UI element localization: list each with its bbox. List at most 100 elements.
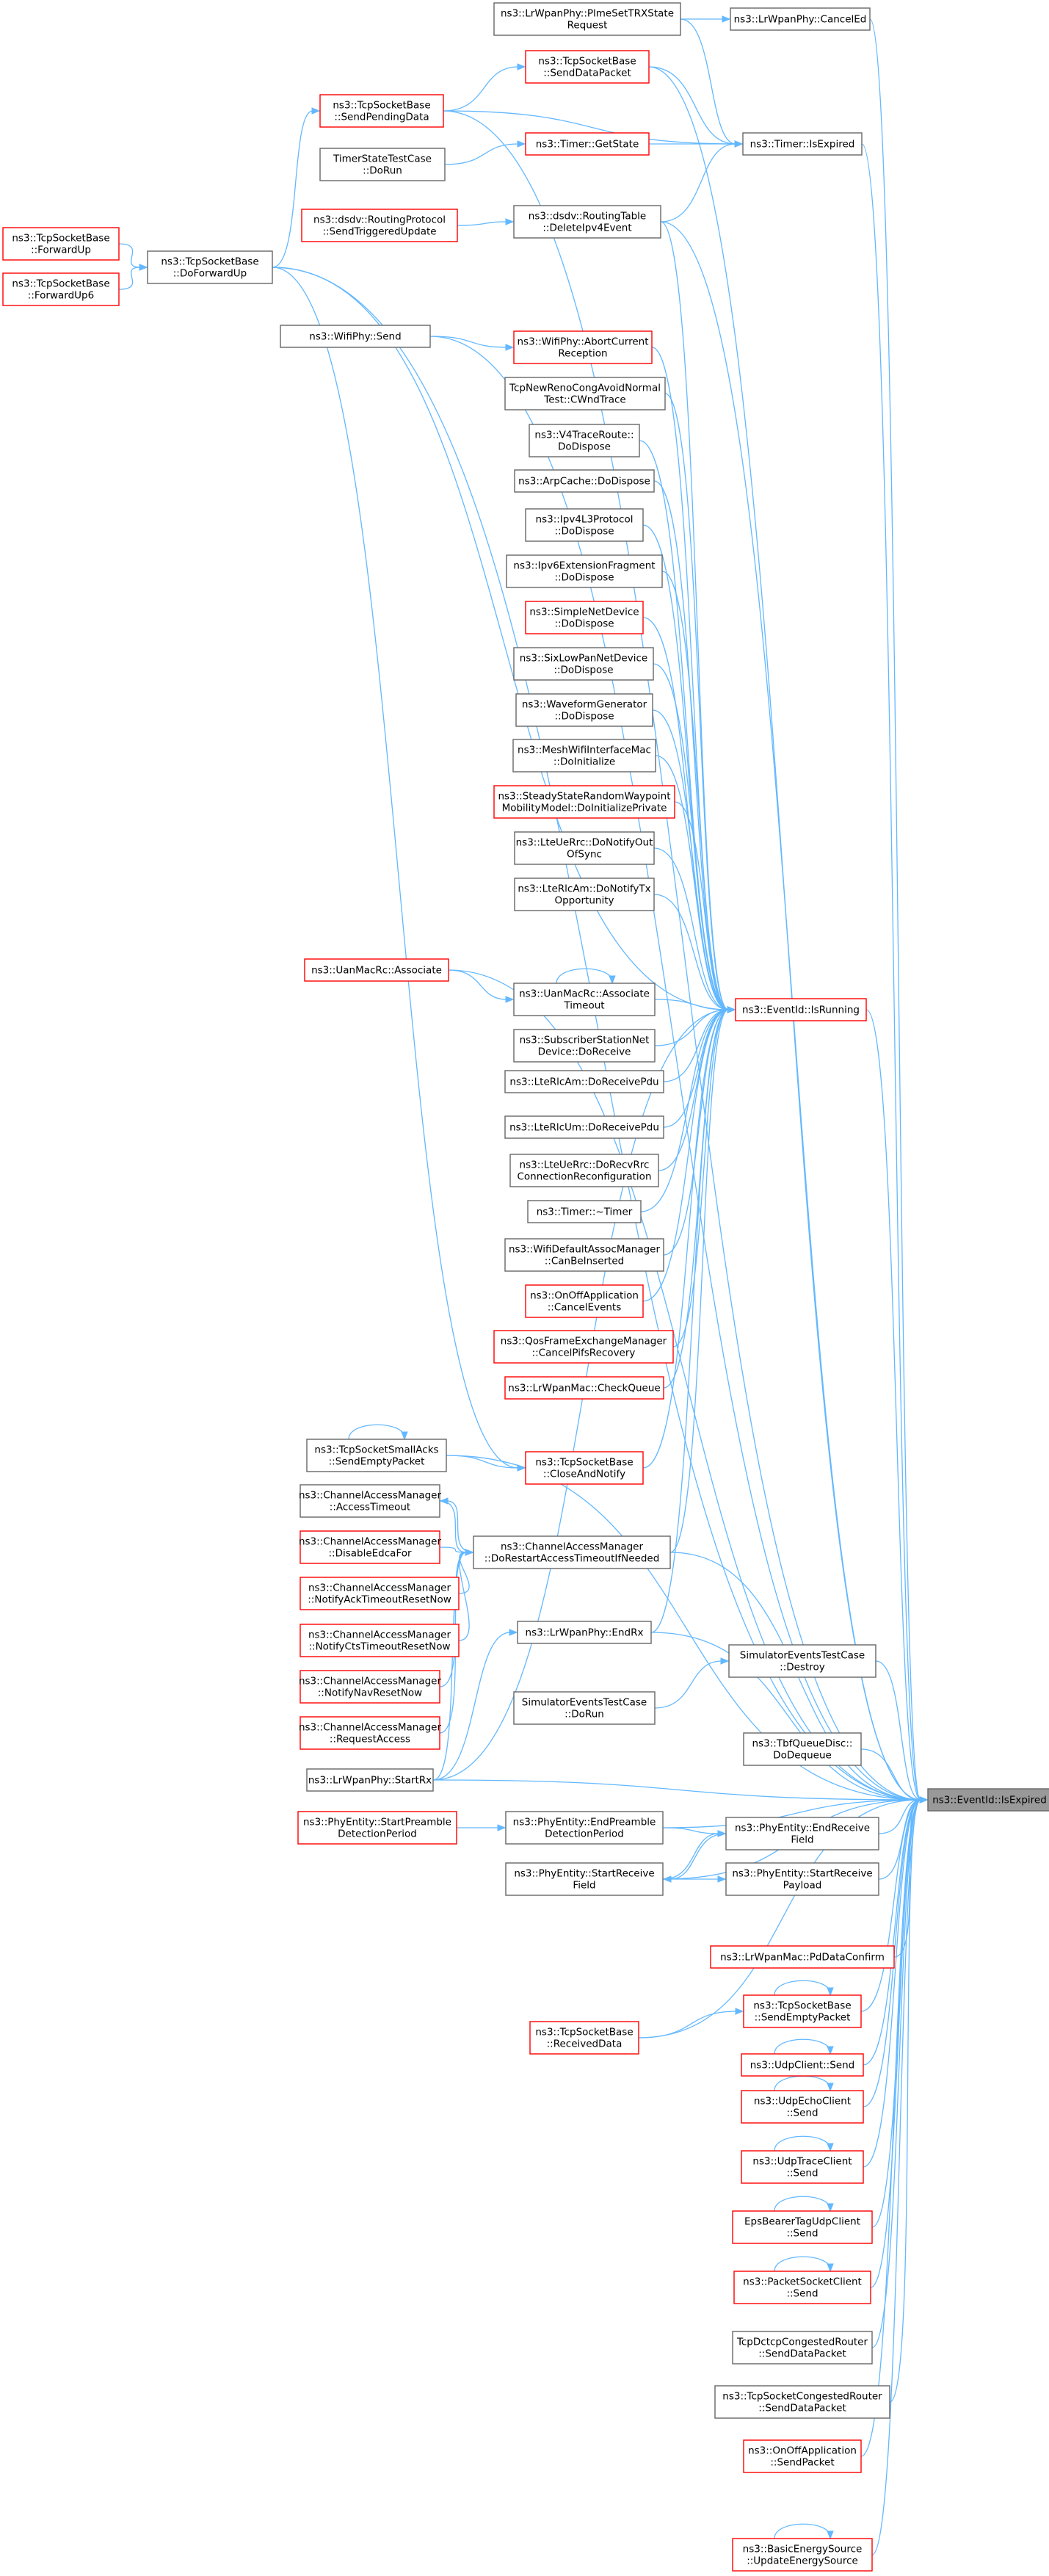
node-box: [732, 2210, 873, 2244]
function-node[interactable]: ns3::TcpSocketBase::DoForwardUp: [147, 250, 273, 284]
function-node[interactable]: ns3::PhyEntity::EndPreambleDetectionPeri…: [505, 1811, 664, 1845]
node-box: [504, 1376, 664, 1400]
node-label-line: ns3::EventId::IsRunning: [742, 1005, 860, 1016]
call-edge-sed-to-t: [875, 1660, 929, 1803]
function-node[interactable]: ns3::UdpClient::Send: [741, 2053, 864, 2077]
function-node[interactable]: ns3::Timer::~Timer: [527, 1200, 642, 1223]
function-node[interactable]: ns3::TcpSocketCongestedRouter::SendDataP…: [714, 2385, 890, 2419]
node-label-line: ::Send: [786, 2108, 818, 2119]
call-edge-rtd-to-tie: [660, 140, 744, 222]
function-node[interactable]: ns3::PacketSocketClient::Send: [733, 2271, 871, 2304]
function-node[interactable]: ns3::dsdv::RoutingProtocol::SendTriggere…: [301, 209, 458, 242]
function-node[interactable]: ns3::TcpSocketBase::ReceivedData: [529, 2021, 639, 2055]
node-label-line: TcpNewRenoCongAvoidNormal: [509, 383, 661, 394]
function-node[interactable]: ns3::TcpSocketSmallAcks::SendEmptyPacket: [306, 1439, 447, 1472]
function-node[interactable]: SimulatorEventsTestCase::Destroy: [728, 1644, 876, 1678]
function-node[interactable]: ns3::UdpEchoClient::Send: [741, 2090, 864, 2124]
function-node[interactable]: ns3::ChannelAccessManager::NotifyCtsTime…: [300, 1624, 460, 1657]
function-node[interactable]: ns3::ChannelAccessManager::NotifyNavRese…: [299, 1670, 442, 1704]
function-node[interactable]: ns3::LteRlcUm::DoReceivePdu: [504, 1115, 664, 1139]
function-node[interactable]: ns3::ChannelAccessManager::NotifyAckTime…: [300, 1577, 460, 1610]
node-label-line: ns3::TcpSocketBase: [161, 256, 258, 268]
function-node[interactable]: ns3::EventId::IsRunning: [735, 998, 867, 1021]
function-node[interactable]: TimerStateTestCase::DoRun: [319, 148, 446, 181]
function-node[interactable]: ns3::ChannelAccessManager::DisableEdcaFo…: [299, 1530, 442, 1564]
function-node[interactable]: ns3::ChannelAccessManager::DoRestartAcce…: [473, 1535, 671, 1569]
node-label-line: ns3::TcpSocketBase: [333, 100, 430, 112]
call-edge-tie-to-t: [861, 143, 929, 1803]
function-node[interactable]: ns3::Ipv6ExtensionFragment::DoDispose: [506, 554, 663, 588]
function-node[interactable]: ns3::PhyEntity::StartPreambleDetectionPe…: [297, 1811, 457, 1845]
function-node[interactable]: ns3::SubscriberStationNetDevice::DoRecei…: [513, 1029, 656, 1063]
function-node[interactable]: ns3::BasicEnergySource::UpdateEnergySour…: [732, 2538, 873, 2572]
function-node[interactable]: ns3::Timer::IsExpired: [742, 132, 863, 156]
function-node[interactable]: ns3::QosFrameExchangeManager::CancelPifs…: [493, 1330, 674, 1364]
function-node[interactable]: ns3::TcpSocketBase::SendEmptyPacket: [743, 1994, 862, 2028]
node-box: [473, 1535, 671, 1569]
function-node[interactable]: ns3::SimpleNetDevice::DoDispose: [525, 601, 644, 634]
function-node[interactable]: ns3::LrWpanMac::PdDataConfirm: [710, 1945, 895, 1969]
node-label-line: SimulatorEventsTestCase: [522, 1697, 647, 1709]
node-label-line: ::SendEmptyPacket: [755, 2012, 851, 2024]
function-node[interactable]: ns3::TbfQueueDisc::DoDequeue: [743, 1732, 862, 1766]
function-node[interactable]: ns3::TcpSocketBase::ForwardUp: [2, 227, 120, 261]
function-node[interactable]: ns3::TcpSocketBase::CloseAndNotify: [525, 1451, 644, 1485]
function-node[interactable]: ns3::MeshWifiInterfaceMac::DoInitialize: [512, 739, 656, 773]
call-edge-tst-to-tgs: [444, 140, 526, 165]
function-node[interactable]: ns3::SixLowPanNetDevice::DoDispose: [513, 647, 654, 681]
function-node[interactable]: ns3::OnOffApplication::SendPacket: [743, 2439, 862, 2473]
node-label-line: ::SendDataPacket: [758, 2403, 846, 2414]
function-node[interactable]: ns3::LrWpanPhy::CancelEd: [730, 7, 871, 31]
function-node[interactable]: ns3::Timer::GetState: [525, 132, 650, 156]
node-label-line: ::CancelEvents: [548, 1302, 622, 1314]
function-node[interactable]: ns3::Ipv4L3Protocol::DoDispose: [525, 508, 644, 542]
function-node[interactable]: ns3::ChannelAccessManager::RequestAccess: [299, 1716, 442, 1750]
node-box: [504, 377, 666, 410]
function-node[interactable]: ns3::TcpSocketBase::ForwardUp6: [2, 272, 120, 306]
function-node[interactable]: ns3::ChannelAccessManager::AccessTimeout: [299, 1484, 442, 1518]
function-node[interactable]: ns3::WifiPhy::Send: [280, 325, 431, 348]
node-box: [732, 2331, 873, 2365]
node-label-line: ::DoRestartAccessTimeoutIfNeeded: [484, 1553, 660, 1565]
function-node[interactable]: ns3::SteadyStateRandomWaypointMobilityMo…: [493, 785, 675, 819]
node-box: [493, 785, 675, 819]
node-box: [525, 508, 644, 542]
function-node[interactable]: ns3::WaveformGenerator::DoDispose: [515, 693, 653, 727]
node-box: [514, 878, 655, 911]
node-label-line: DetectionPeriod: [545, 1828, 624, 1840]
function-node[interactable]: ns3::WifiDefaultAssocManager::CanBeInser…: [504, 1238, 664, 1272]
function-node[interactable]: EpsBearerTagUdpClient::Send: [732, 2210, 873, 2244]
function-node[interactable]: ns3::OnOffApplication::CancelEvents: [525, 1284, 644, 1318]
target-node[interactable]: ns3::EventId::IsExpired: [927, 1788, 1049, 1812]
function-node[interactable]: TcpDctcpCongestedRouter::SendDataPacket: [732, 2331, 873, 2365]
function-node[interactable]: ns3::LteUeRrc::DoRecvRrcConnectionReconf…: [509, 1154, 659, 1187]
function-node[interactable]: ns3::TcpSocketBase::SendPendingData: [319, 94, 444, 128]
function-node[interactable]: ns3::LrWpanPhy::StartRx: [306, 1768, 434, 1792]
function-node[interactable]: ns3::UanMacRc::Associate: [304, 958, 449, 982]
function-node[interactable]: ns3::LrWpanPhy::EndRx: [517, 1621, 652, 1644]
function-node[interactable]: ns3::LteRlcAm::DoReceivePdu: [504, 1070, 664, 1093]
node-label-line: ns3::LteRlcUm::DoReceivePdu: [509, 1122, 659, 1134]
function-node[interactable]: ns3::ArpCache::DoDispose: [514, 469, 655, 493]
node-label-line: ns3::SixLowPanNetDevice: [520, 653, 647, 665]
node-box: [513, 330, 653, 364]
node-box: [514, 831, 655, 865]
function-node[interactable]: ns3::dsdv::RoutingTable::DeleteIpv4Event: [513, 205, 661, 239]
function-node[interactable]: SimulatorEventsTestCase::DoRun: [513, 1691, 656, 1725]
function-node[interactable]: ns3::LrWpanMac::CheckQueue: [504, 1376, 664, 1400]
function-node[interactable]: ns3::UdpTraceClient::Send: [741, 2150, 864, 2184]
function-node[interactable]: ns3::TcpSocketBase::SendDataPacket: [525, 50, 650, 84]
node-box: [733, 2271, 871, 2304]
node-label-line: ns3::PhyEntity::StartPreamble: [303, 1817, 451, 1828]
node-box: [730, 7, 871, 31]
function-node[interactable]: ns3::V4TraceRoute::DoDispose: [529, 424, 640, 457]
